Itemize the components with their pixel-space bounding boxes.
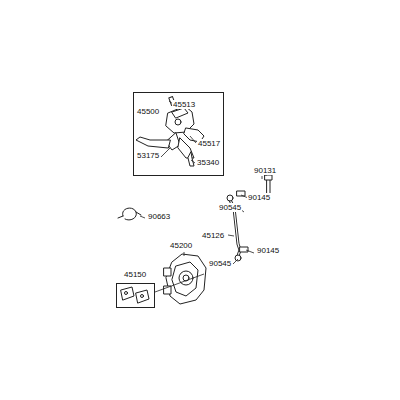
callout-number: 90545 bbox=[218, 203, 242, 212]
master-cylinder bbox=[166, 97, 204, 166]
brake-pad bbox=[121, 287, 149, 303]
callout-number: 90145 bbox=[256, 246, 280, 255]
callout-number: 35340 bbox=[196, 158, 220, 167]
callout-number: 45200 bbox=[169, 241, 193, 250]
brake-caliper bbox=[164, 254, 206, 304]
callout-number: 90131 bbox=[253, 166, 277, 175]
banjo-bolt bbox=[237, 175, 272, 252]
brake-lever bbox=[136, 137, 170, 148]
group-box: 45500 45513 45517 53175 35340 bbox=[133, 92, 224, 176]
callout-number: 90545 bbox=[208, 259, 232, 268]
group-box: 45150 bbox=[116, 283, 155, 308]
callout-number: 53175 bbox=[136, 151, 160, 160]
callout-number: 45517 bbox=[197, 139, 221, 148]
callout-number: 45126 bbox=[201, 231, 225, 240]
callout-number: 45150 bbox=[123, 270, 147, 279]
callout-number: 90145 bbox=[247, 193, 271, 202]
callout-number: 90663 bbox=[147, 212, 171, 221]
hose-clip bbox=[118, 208, 141, 220]
callout-number: 45513 bbox=[172, 100, 196, 109]
callout-number: 45500 bbox=[136, 107, 160, 116]
